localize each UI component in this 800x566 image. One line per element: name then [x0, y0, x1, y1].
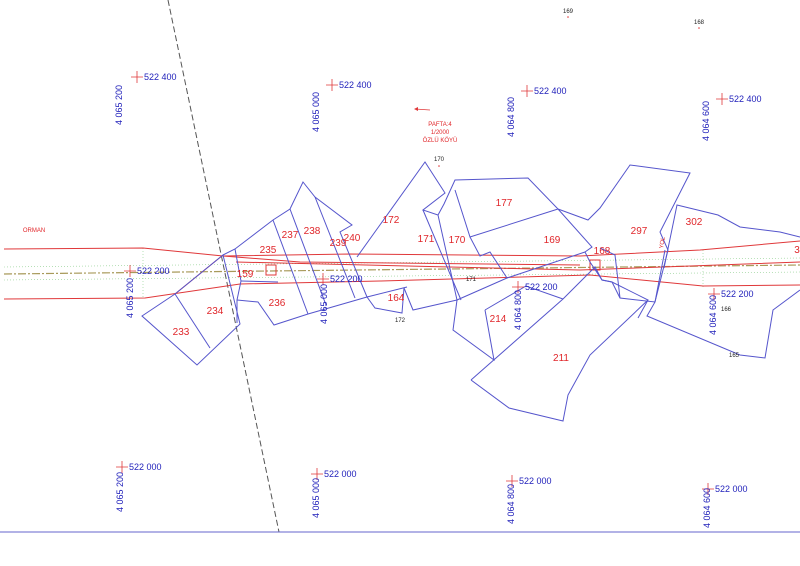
parcel-number[interactable]: 211 [553, 353, 569, 364]
grid-northing-label: 4 065 000 [311, 478, 321, 518]
guide-lines [3, 248, 800, 298]
grid-northing-label: 4 064 800 [506, 484, 516, 524]
point-number: 166 [721, 307, 732, 313]
grid-easting-label: 522 400 [534, 86, 567, 96]
point-number: 170 [434, 157, 445, 163]
point-number: 168 [694, 20, 705, 26]
grid-easting-label: 522 400 [729, 94, 762, 104]
parcel-number[interactable]: 237 [282, 230, 299, 241]
grid-northing-label: 4 064 600 [701, 101, 711, 141]
boundary-dashed-line [167, 0, 280, 533]
grid-northing-label: 4 064 600 [702, 488, 712, 528]
parcel-numbers: 233 234 235 236 237 238 239 240 159 172 … [173, 198, 800, 364]
grid-northing-label: 4 064 600 [708, 295, 718, 335]
parcel-boundaries [141, 161, 800, 422]
point-number: 165 [729, 353, 740, 359]
point-number: 172 [395, 318, 406, 324]
grid-easting-label: 522 400 [144, 72, 177, 82]
sheet-scale: 1/2000 [431, 130, 450, 136]
grid-crosses [116, 71, 728, 495]
parcel-number[interactable]: 214 [490, 314, 507, 325]
parcel-number[interactable]: 233 [173, 327, 190, 338]
grid-easting-label: 522 200 [721, 289, 754, 299]
grid-easting-label: 522 200 [137, 266, 170, 276]
grid-northing-label: 4 065 200 [115, 472, 125, 512]
point-numbers: 169 168 170 171 172 166 165 [395, 9, 740, 359]
area-label-orman: ORMAN [23, 228, 45, 234]
grid-northing-label: 4 064 800 [506, 97, 516, 137]
road-label: YOL [659, 236, 667, 250]
parcel-number[interactable]: 177 [496, 198, 513, 209]
grid-easting-label: 522 200 [525, 282, 558, 292]
parcel-number[interactable]: 168 [594, 246, 611, 257]
parcel-number[interactable]: 239 [330, 238, 347, 249]
parcel-number[interactable]: 171 [418, 234, 435, 245]
corridor-lines [3, 240, 800, 300]
parcel-number[interactable]: 172 [383, 215, 400, 226]
grid-northing-label: 4 065 200 [114, 85, 124, 125]
parcel-number[interactable]: 235 [260, 245, 277, 256]
parcel-number[interactable]: 297 [631, 226, 648, 237]
parcel-number[interactable]: 164 [388, 293, 405, 304]
grid-easting-label: 522 000 [324, 469, 357, 479]
point-number: 171 [466, 277, 477, 283]
parcel-number[interactable]: 240 [344, 233, 361, 244]
parcel-number[interactable]: 302 [686, 217, 703, 228]
grid-northing-label: 4 064 800 [513, 290, 523, 330]
parcel-number[interactable]: 170 [449, 235, 466, 246]
grid-easting-label: 522 000 [519, 476, 552, 486]
grid-easting-label: 522 400 [339, 80, 372, 90]
parcel-number[interactable]: 159 [237, 269, 254, 280]
parcel-number[interactable]: 169 [544, 235, 561, 246]
grid-easting-label: 522 200 [330, 274, 363, 284]
grid-northing-label: 4 065 000 [319, 284, 329, 324]
parcel-number[interactable]: 238 [304, 226, 321, 237]
point-number: 169 [563, 9, 574, 15]
village-name: ÖZLÜ KÖYÜ [423, 137, 458, 144]
north-arrow [414, 107, 431, 111]
parcel-number[interactable]: 234 [207, 306, 224, 317]
parcel-number[interactable]: 3 [794, 245, 800, 256]
grid-easting-label: 522 000 [715, 484, 748, 494]
grid-northing-label: 4 065 200 [125, 278, 135, 318]
grid-easting-label: 522 000 [129, 462, 162, 472]
parcel-number[interactable]: 236 [269, 298, 286, 309]
grid-northing-label: 4 065 000 [311, 92, 321, 132]
sheet-number: PAFTA:4 [428, 122, 452, 128]
